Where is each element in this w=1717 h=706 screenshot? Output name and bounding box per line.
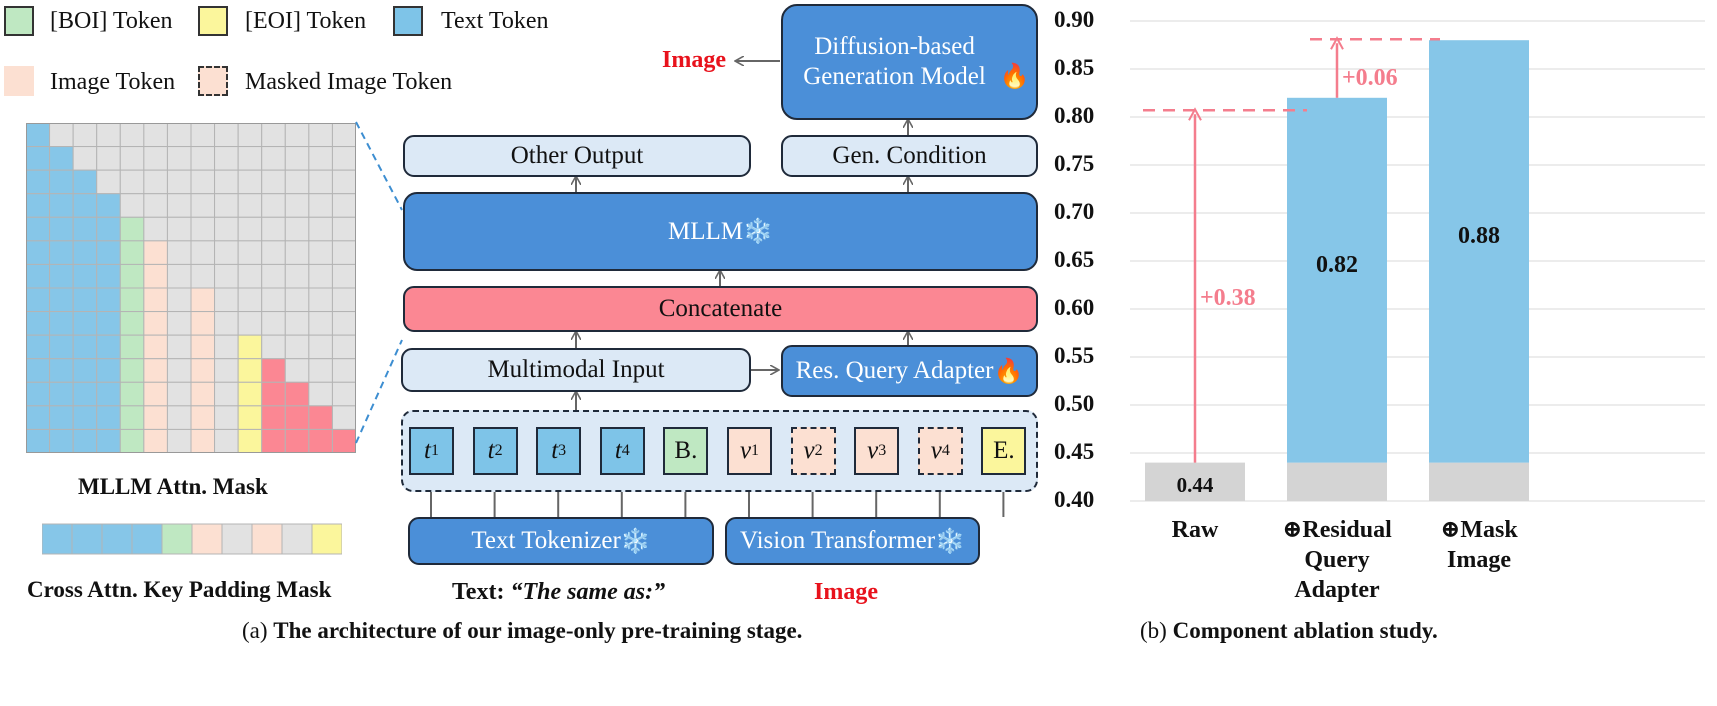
bar-base: [1287, 462, 1387, 501]
text-tokenizer-box: Text Tokenizer❄️: [408, 517, 714, 565]
caption-b-prefix: (b): [1140, 618, 1167, 643]
key-padding-cell: [221, 523, 253, 555]
token-E: E.: [981, 427, 1027, 475]
key-padding-cell: [281, 523, 313, 555]
y-tick-label: 0.80: [1054, 103, 1095, 128]
legend-label-boi: [BOI] Token: [50, 8, 173, 34]
y-tick-label: 0.45: [1054, 439, 1095, 464]
y-tick-label: 0.60: [1054, 295, 1095, 320]
bar-base: [1145, 462, 1245, 501]
text-input-label: Text:: [452, 579, 505, 605]
attn-mask-grid: [26, 123, 356, 453]
vision-transformer-box: Vision Transformer❄️: [725, 517, 980, 565]
legend-label-text: Text Token: [441, 8, 549, 34]
image-output-label: Image: [662, 47, 726, 73]
gen-condition-box: Gen. Condition: [781, 135, 1038, 177]
fire-icon: 🔥: [993, 358, 1024, 385]
concatenate-box: Concatenate: [403, 286, 1038, 332]
legend-swatch-image: [4, 66, 34, 96]
attn-mask-title: MLLM Attn. Mask: [78, 474, 268, 499]
y-tick-label: 0.70: [1054, 199, 1095, 224]
bar-2: [1429, 40, 1529, 463]
key-padding-cell: [42, 523, 73, 555]
key-padding-title: Cross Attn. Key Padding Mask: [27, 577, 332, 602]
text-input-value: “The same as:”: [510, 579, 666, 605]
caption-b: (b) Component ablation study.: [1140, 618, 1438, 644]
key-padding-cell: [161, 523, 193, 555]
legend-swatch-text: [393, 6, 423, 36]
snowflake-icon: ❄️: [743, 219, 773, 245]
gain-label: +0.06: [1342, 64, 1398, 91]
key-padding-cell: [311, 523, 342, 555]
ablation-chart: [1130, 20, 1705, 502]
adapter-label: Res. Query Adapter: [795, 357, 994, 384]
y-tick-label: 0.50: [1054, 391, 1095, 416]
legend-label-masked: Masked Image Token: [245, 69, 453, 95]
y-tick-label: 0.85: [1054, 55, 1095, 80]
fire-icon: 🔥: [999, 64, 1030, 90]
mllm-label: MLLM: [668, 217, 744, 245]
caption-b-text: Component ablation study.: [1172, 618, 1438, 643]
snowflake-icon: ❄️: [935, 528, 965, 555]
bar-base: [1429, 462, 1529, 501]
bar-value-label: 0.44: [1176, 472, 1214, 497]
key-padding-cell: [131, 523, 163, 555]
key-padding-cell: [71, 523, 103, 555]
key-padding-mask: [42, 523, 342, 555]
bar-value-label: 0.82: [1316, 252, 1358, 279]
diffusion-model-label: Diffusion-based Generation Model: [803, 33, 986, 90]
key-padding-cell: [251, 523, 283, 555]
legend-label-image: Image Token: [50, 69, 176, 95]
image-input-label: Image: [814, 579, 878, 605]
multimodal-input-box: Multimodal Input: [401, 348, 751, 392]
y-tick-label: 0.75: [1054, 151, 1095, 176]
legend-label-eoi: [EOI] Token: [245, 8, 367, 34]
res-query-adapter-box: Res. Query Adapter🔥: [781, 345, 1038, 397]
text-tokenizer-label: Text Tokenizer: [471, 527, 621, 554]
text-input-caption: Text: “The same as:”: [452, 579, 665, 606]
y-tick-label: 0.55: [1054, 343, 1095, 368]
legend-swatch-boi: [4, 6, 34, 36]
other-output-box: Other Output: [403, 135, 751, 177]
y-tick-label: 0.65: [1054, 247, 1095, 272]
bar-1: [1287, 97, 1387, 463]
snowflake-icon: ❄️: [620, 528, 651, 555]
legend-swatch-masked: [198, 66, 228, 96]
zoom-connector: [355, 121, 403, 444]
caption-a: (a) The architecture of our image-only p…: [242, 618, 802, 644]
caption-a-text: The architecture of our image-only pre-t…: [273, 618, 803, 643]
legend-swatch-eoi: [198, 6, 228, 36]
diffusion-model-box: Diffusion-based Generation Model 🔥: [781, 4, 1038, 120]
gain-label: +0.38: [1200, 285, 1256, 312]
key-padding-cell: [101, 523, 133, 555]
vision-transformer-label: Vision Transformer: [740, 527, 936, 554]
mllm-box: MLLM❄️: [403, 192, 1038, 271]
y-tick-label: 0.90: [1054, 7, 1095, 32]
key-padding-cell: [191, 523, 223, 555]
caption-a-prefix: (a): [242, 618, 268, 643]
token-B: B.: [663, 427, 709, 475]
bar-value-label: 0.88: [1458, 223, 1500, 250]
y-tick-label: 0.40: [1054, 487, 1095, 512]
x-category-label: Raw: [1171, 517, 1219, 543]
